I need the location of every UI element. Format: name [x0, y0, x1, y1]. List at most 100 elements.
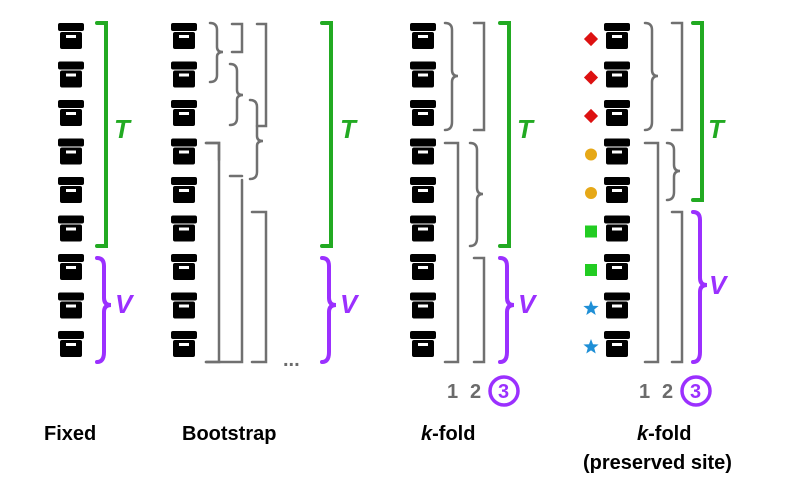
storage-box-icon	[410, 138, 436, 165]
validation-brace	[498, 256, 515, 364]
storage-box-icon	[171, 292, 197, 319]
train-bracket	[320, 21, 333, 248]
bootstrap-brace-2	[228, 62, 244, 127]
storage-box-icon	[58, 61, 84, 88]
storage-box-icon	[410, 292, 436, 319]
storage-box-icon	[171, 254, 197, 280]
storage-box-icon	[58, 254, 84, 280]
storage-box-icon	[58, 177, 84, 203]
validation-letter: V	[518, 289, 538, 319]
train-bracket	[691, 21, 704, 202]
star-marker	[583, 339, 599, 354]
site-bracket-2a	[670, 21, 684, 132]
storage-box-icon	[604, 23, 630, 49]
storage-box-icon	[171, 23, 197, 49]
square-marker	[585, 264, 597, 276]
train-bracket	[498, 21, 511, 248]
panel-label-bootstrap: Bootstrap	[182, 423, 276, 445]
fold-number-3: 3	[498, 381, 509, 403]
bootstrap-brace-3	[248, 98, 264, 181]
circle-marker	[585, 148, 597, 161]
storage-box-icon	[171, 331, 197, 357]
bootstrap-brace-1	[208, 21, 224, 84]
storage-box-icon	[604, 61, 630, 88]
fold-number-1: 1	[447, 381, 458, 403]
panel-kfold: T V 1 2 3 k-fold	[410, 21, 538, 445]
diamond-marker	[583, 108, 599, 124]
kfold-bracket-2a	[472, 21, 486, 132]
storage-box-icon	[604, 254, 630, 280]
storage-box-icon	[171, 215, 197, 242]
fold-number-3-circle	[488, 375, 520, 407]
storage-box-icon	[58, 23, 84, 49]
panel-label-fixed: Fixed	[44, 423, 96, 445]
storage-box-icon	[58, 215, 84, 242]
bootstrap-bracket-f	[204, 141, 221, 364]
bootstrap-bracket-b	[255, 22, 268, 128]
storage-box-icon	[171, 138, 197, 165]
fold-number-3: 3	[690, 381, 701, 403]
box-column-kfold-site	[604, 23, 630, 357]
fold-number-3-circle	[680, 375, 712, 407]
train-letter: T	[517, 114, 535, 144]
diamond-marker	[583, 70, 599, 85]
box-column-fixed	[58, 23, 84, 357]
storage-box-icon	[604, 331, 630, 357]
train-letter: T	[114, 114, 132, 144]
storage-box-icon	[171, 177, 197, 203]
kfold-bracket-2b	[472, 256, 486, 364]
storage-box-icon	[171, 100, 197, 126]
panel-bootstrap: ... T V Bootstrap	[171, 21, 360, 445]
train-letter: T	[340, 114, 358, 144]
box-column-bootstrap	[171, 23, 197, 357]
storage-box-icon	[58, 331, 84, 357]
storage-box-icon	[604, 177, 630, 203]
validation-brace	[95, 256, 112, 364]
storage-box-icon	[604, 292, 630, 319]
bootstrap-bracket-a	[230, 22, 244, 54]
site-marker-column	[583, 31, 599, 354]
panel-sublabel-preserved-site: (preserved site)	[583, 452, 732, 474]
storage-box-icon	[410, 100, 436, 126]
storage-box-icon	[410, 23, 436, 49]
fold-number-2: 2	[662, 381, 673, 403]
storage-box-icon	[58, 138, 84, 165]
storage-box-icon	[604, 215, 630, 242]
bootstrap-bracket-c	[204, 141, 221, 162]
bootstrap-bracket-e	[250, 210, 268, 364]
kfold-bracket-1	[443, 141, 460, 364]
fold-number-1: 1	[639, 381, 650, 403]
panel-label-kfold: k-fold	[421, 423, 475, 445]
validation-brace	[320, 256, 337, 364]
bootstrap-fold-brackets	[204, 21, 268, 364]
validation-letter: V	[115, 289, 135, 319]
validation-letter: V	[709, 270, 729, 300]
storage-box-icon	[410, 215, 436, 242]
bootstrap-ellipsis: ...	[283, 349, 300, 371]
star-marker	[583, 300, 599, 315]
site-bracket-1	[643, 141, 660, 364]
storage-box-icon	[58, 100, 84, 126]
kfold-brace-1	[443, 21, 459, 132]
panel-kfold-preserved-site: T V 1 2 3 k-fold (preserved site)	[583, 21, 732, 474]
circle-marker	[585, 187, 597, 199]
site-brace-1	[643, 21, 659, 132]
kfold-fold-brackets	[443, 21, 486, 364]
storage-box-icon	[171, 61, 197, 88]
storage-box-icon	[604, 100, 630, 126]
storage-box-icon	[58, 292, 84, 319]
storage-box-icon	[410, 331, 436, 357]
storage-box-icon	[604, 138, 630, 165]
bootstrap-bracket-c2	[204, 178, 244, 364]
box-column-kfold	[410, 23, 436, 357]
kfold-brace-2	[468, 141, 484, 248]
diamond-marker	[583, 31, 599, 47]
storage-box-icon	[410, 177, 436, 203]
validation-letter: V	[340, 289, 360, 319]
fold-number-2: 2	[470, 381, 481, 403]
validation-brace	[691, 210, 708, 364]
train-letter: T	[708, 114, 726, 144]
panel-label-kfold-site: k-fold	[637, 423, 691, 445]
square-marker	[585, 225, 597, 238]
